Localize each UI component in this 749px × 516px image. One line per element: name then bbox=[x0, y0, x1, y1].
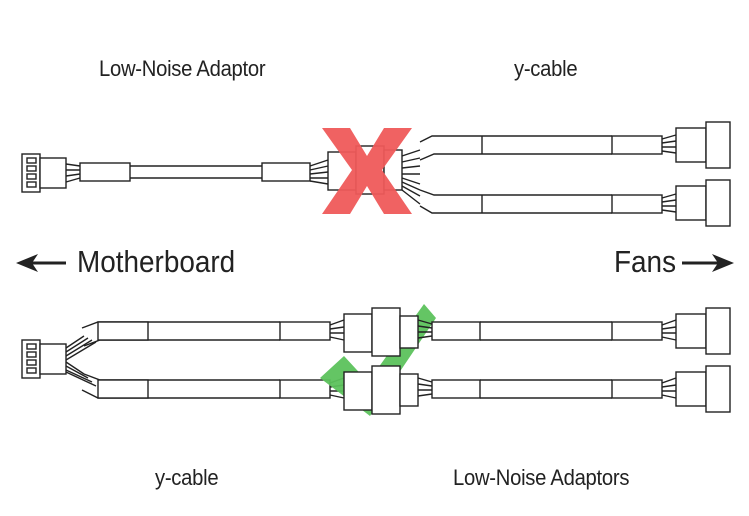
low-noise-adaptor-cable bbox=[79, 145, 385, 195]
y-cable-bottom bbox=[81, 319, 345, 399]
arrow-left-icon bbox=[16, 254, 66, 272]
label-y-cable-bottom: y-cable bbox=[155, 465, 219, 490]
label-motherboard: Motherboard bbox=[77, 244, 236, 279]
motherboard-connector-bottom bbox=[21, 335, 97, 387]
label-low-noise-adaptor: Low-Noise Adaptor bbox=[99, 56, 266, 81]
y-cable-top bbox=[383, 121, 731, 227]
motherboard-connector-top bbox=[21, 153, 81, 193]
cross-icon bbox=[322, 128, 412, 214]
arrow-right-icon bbox=[682, 254, 734, 272]
low-noise-adaptors-bottom bbox=[343, 307, 731, 415]
label-low-noise-adaptors: Low-Noise Adaptors bbox=[453, 465, 630, 490]
label-fans: Fans bbox=[614, 244, 677, 279]
label-y-cable-top: y-cable bbox=[514, 56, 578, 81]
